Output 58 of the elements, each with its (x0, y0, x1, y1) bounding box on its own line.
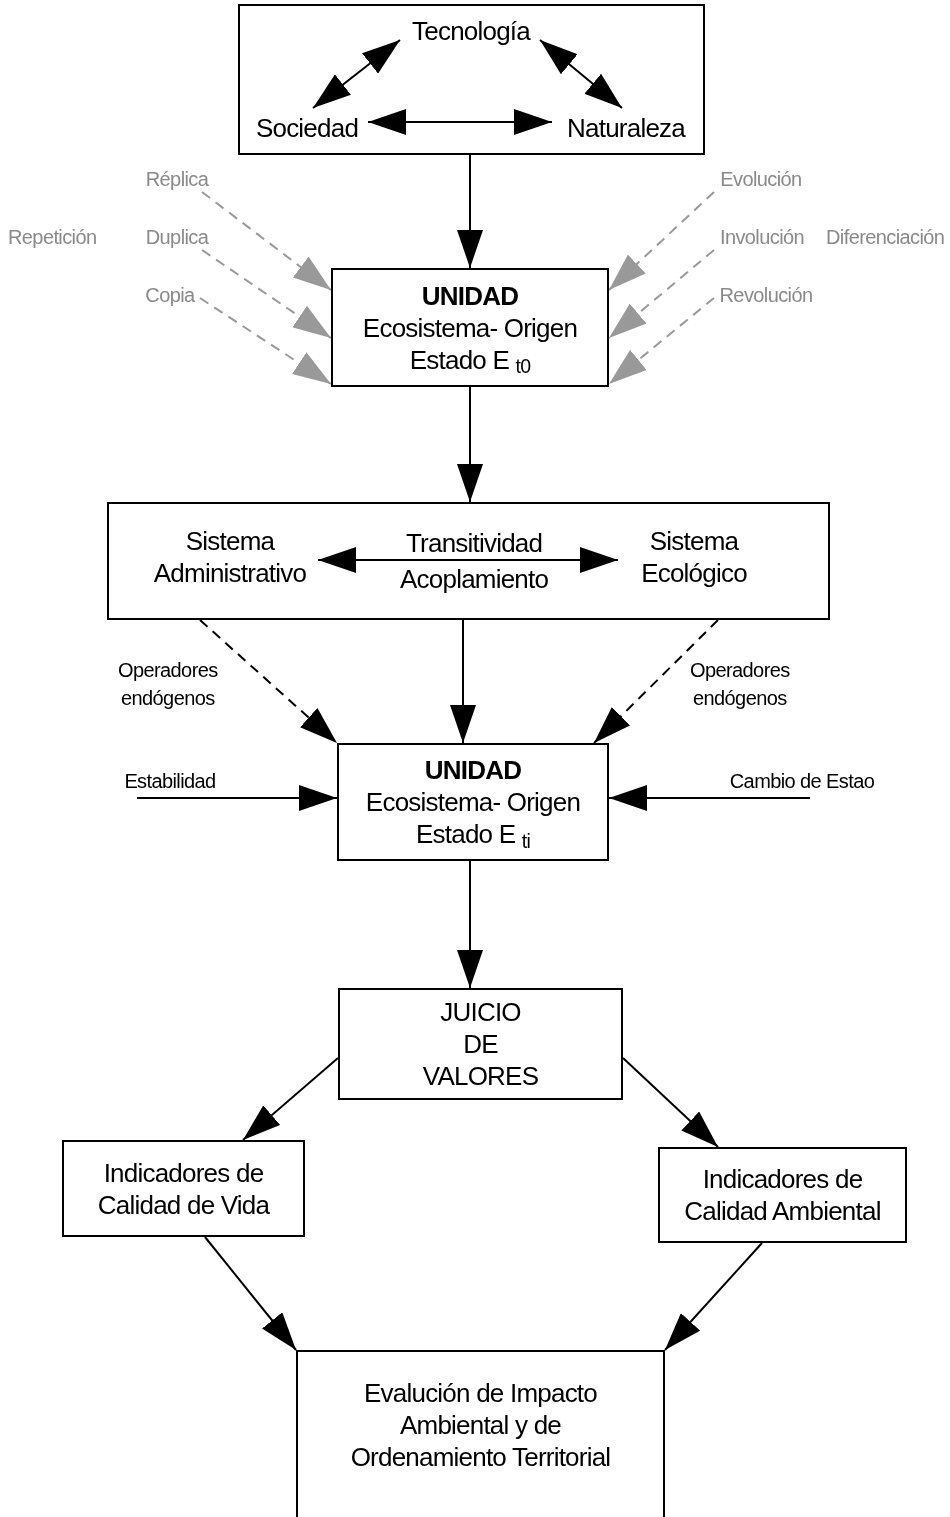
box-text: Evalución de Impacto Ambiental y de Ordenamiento Territorial (349, 1377, 612, 1474)
process-box (331, 268, 609, 387)
arrow (622, 1057, 719, 1148)
arrow (457, 860, 483, 989)
box-text: Estado E $_{t0}$ (409, 343, 531, 376)
side-label: Diferenciación (826, 225, 945, 250)
box-text: Estado E $_{ti}$ (416, 818, 530, 850)
node-label: Cambio de Estao (718, 764, 886, 798)
edge-label: Operadores endógenos (118, 658, 218, 711)
arrow (204, 1236, 297, 1351)
arrow (450, 619, 476, 744)
box-heading: UNIDAD (424, 754, 522, 786)
arrow (367, 109, 553, 135)
process-box (338, 988, 623, 1100)
node-label: Estabilidad (112, 764, 228, 798)
arrow (199, 619, 338, 744)
arrow (136, 785, 338, 811)
group-box (238, 4, 705, 155)
arrow (312, 39, 401, 109)
arrow (457, 386, 483, 503)
box-text: JUICIO DE VALORES (422, 996, 539, 1092)
node-label: Revolución (714, 282, 818, 308)
edge-label: Operadores endógenos (690, 658, 790, 711)
arrow (608, 785, 811, 811)
arrow (608, 249, 715, 339)
arrow (201, 191, 332, 291)
node-label: Evolución (714, 166, 808, 192)
arrow (664, 1242, 763, 1351)
node-label: Involución (714, 224, 810, 250)
box-text: Ecosistema- Origen (362, 311, 578, 344)
arrow (608, 191, 715, 291)
process-box (62, 1140, 305, 1237)
group-box (107, 502, 830, 620)
node-label: Sistema Administrativo (141, 521, 319, 593)
edge-label: Transitividad Acoplamiento (400, 527, 549, 596)
node-label: Copia (140, 282, 200, 308)
node-label: Duplica (140, 224, 214, 250)
arrow (593, 619, 719, 744)
node-label: Sociedad (245, 109, 369, 147)
arrow (242, 1057, 339, 1141)
arrow (201, 249, 332, 339)
arrow (457, 154, 483, 269)
process-box (337, 743, 609, 861)
side-label: Repetición (8, 225, 97, 250)
arrow (317, 547, 619, 573)
box-heading: UNIDAD (421, 279, 519, 312)
arrow (608, 297, 715, 385)
node-label: Réplica (140, 166, 214, 192)
node-label: Naturaleza (553, 109, 699, 147)
node-label: Tecnología (401, 13, 541, 49)
process-box (296, 1350, 665, 1517)
node-label: Sistema Ecológico (619, 521, 769, 593)
box-text: Ecosistema- Origen (365, 786, 581, 818)
arrow (199, 297, 332, 385)
arrow (539, 39, 623, 109)
box-text: Indicadores de Calidad Ambiental (683, 1163, 882, 1227)
box-text: Indicadores de Calidad de Vida (96, 1156, 271, 1221)
process-box (658, 1147, 907, 1243)
